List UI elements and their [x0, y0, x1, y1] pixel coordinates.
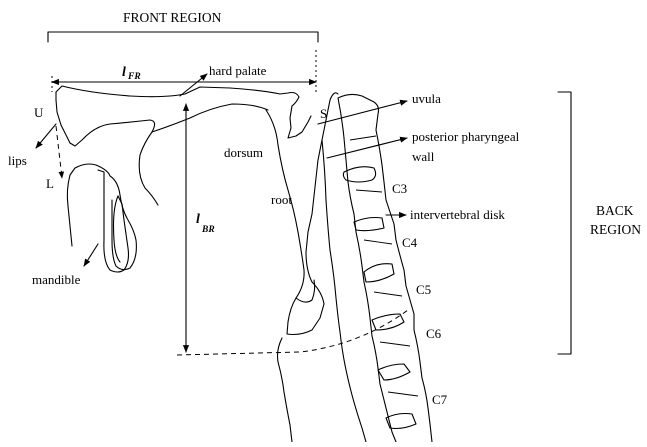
hard-palate-label: hard palate	[209, 63, 267, 78]
hard-palate-outline	[56, 86, 311, 143]
posterior-pharyngeal-label-line2: wall	[412, 149, 435, 164]
uvula-label: uvula	[412, 91, 441, 106]
l-fr-symbol: l	[122, 65, 126, 80]
c4-label: C4	[402, 235, 418, 250]
c6-label: C6	[426, 326, 442, 341]
c7-label: C7	[432, 392, 448, 407]
l-fr-dimension	[52, 50, 316, 95]
point-u-label: U	[34, 105, 44, 120]
posterior-pharyngeal-label-line1: posterior pharyngeal	[412, 129, 520, 144]
mandible-label: mandible	[32, 272, 81, 287]
lips-label: lips	[8, 153, 27, 168]
back-region-bracket	[558, 92, 571, 354]
point-l-label: L	[46, 176, 54, 191]
root-label: root	[271, 192, 292, 207]
pointer-arrows	[36, 74, 407, 266]
back-region-label-line1: BACK	[596, 203, 634, 218]
l-br-subscript: BR	[201, 225, 215, 235]
point-s-label: S	[320, 106, 327, 121]
l-fr-subscript: FR	[127, 72, 141, 82]
lip-markers	[56, 126, 62, 178]
l-br-symbol: l	[196, 212, 200, 227]
front-region-label: FRONT REGION	[123, 10, 222, 25]
c5-label: C5	[416, 282, 431, 297]
pharynx-contour	[266, 93, 366, 442]
tongue-outline	[67, 164, 136, 270]
cervical-vertebrae	[338, 94, 432, 442]
c3-label: C3	[392, 181, 407, 196]
dorsum-label: dorsum	[224, 145, 263, 160]
front-region-bracket	[48, 32, 318, 42]
intervertebral-disk-label: intervertebral disk	[410, 207, 505, 222]
back-region-label-line2: REGION	[590, 222, 641, 237]
